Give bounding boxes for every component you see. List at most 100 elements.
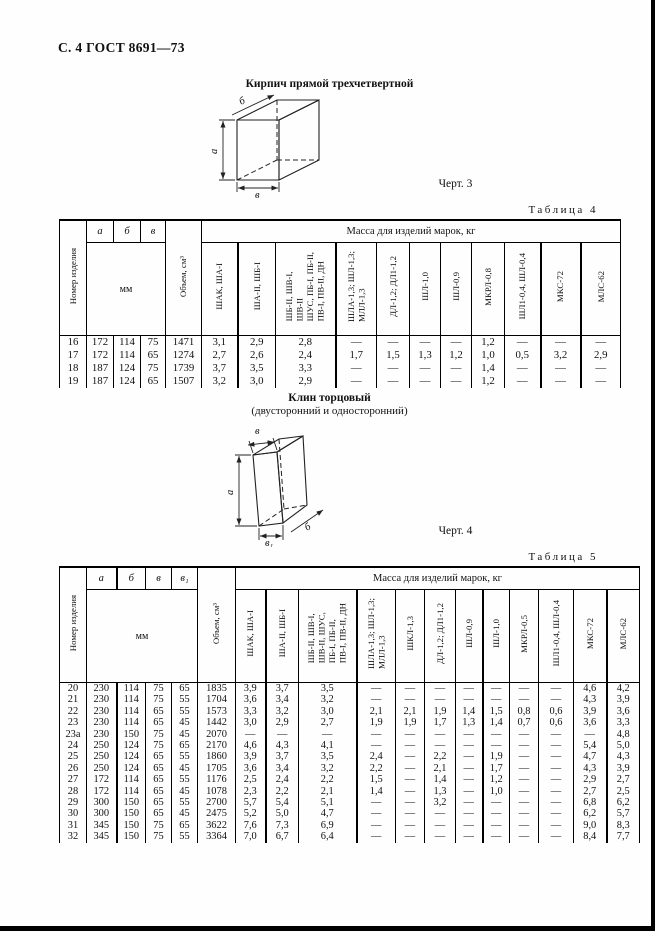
cell: 65 bbox=[171, 819, 198, 832]
table-4: Номер изделия а б в Объем, см³ Масса для… bbox=[59, 219, 622, 388]
dim-a-label: а bbox=[209, 149, 220, 154]
cell: 124 bbox=[113, 375, 141, 388]
cell: 7,6 bbox=[235, 819, 266, 832]
cell: 6,7 bbox=[264, 831, 299, 843]
cell: 1,9 bbox=[355, 717, 396, 729]
cell: 2,7 bbox=[201, 349, 238, 362]
cell: 0,7 bbox=[509, 717, 539, 729]
cell: 114 bbox=[115, 785, 146, 798]
cell: 3,2 bbox=[264, 705, 299, 718]
cell: — bbox=[538, 785, 574, 798]
col-header-mark: ШЛ1-0,4, ШЛ-0,4 bbox=[538, 589, 574, 683]
cell: 114 bbox=[115, 694, 146, 706]
cell: 65 bbox=[145, 797, 172, 809]
col-header-mark: ША-II, ШБ-I bbox=[264, 589, 299, 683]
cell: — bbox=[455, 785, 483, 798]
cell: 45 bbox=[171, 728, 198, 741]
cell: 3,1 bbox=[201, 335, 238, 349]
cell: — bbox=[424, 819, 456, 832]
cell: — bbox=[509, 819, 539, 832]
cell: 2,3 bbox=[235, 785, 266, 798]
cell: 16 bbox=[59, 335, 87, 349]
cell: — bbox=[395, 785, 425, 798]
cell: — bbox=[481, 831, 510, 843]
cell: 2,1 bbox=[298, 785, 357, 798]
col-header-mark: МКС-72 bbox=[573, 589, 607, 683]
cell: 8,3 bbox=[605, 819, 641, 832]
cell: 65 bbox=[171, 740, 198, 752]
cell: 3,7 bbox=[264, 751, 299, 763]
cell: — bbox=[409, 362, 441, 375]
cell: — bbox=[424, 740, 456, 752]
cell: 300 bbox=[86, 808, 117, 820]
cell: 2,5 bbox=[605, 785, 641, 798]
cell: 2,2 bbox=[264, 785, 299, 798]
cell: 2,2 bbox=[424, 751, 456, 763]
cell: 2,4 bbox=[355, 751, 396, 763]
cell: 2,9 bbox=[579, 349, 622, 362]
cell: 75 bbox=[140, 362, 166, 375]
cell: 3,0 bbox=[236, 375, 276, 388]
cell: — bbox=[455, 728, 483, 741]
cell: — bbox=[509, 740, 539, 752]
cell: 1,9 bbox=[481, 751, 510, 763]
cell: — bbox=[538, 751, 574, 763]
cell: — bbox=[455, 762, 483, 775]
cell: 28 bbox=[59, 785, 87, 798]
cell: 150 bbox=[115, 797, 146, 809]
cell: — bbox=[264, 728, 299, 741]
cell: — bbox=[481, 808, 510, 820]
cell: — bbox=[409, 375, 441, 388]
cell: 2,6 bbox=[236, 349, 276, 362]
cell: 2170 bbox=[197, 740, 236, 752]
cell: 5,4 bbox=[573, 740, 607, 752]
cell: 5,1 bbox=[298, 797, 357, 809]
col-header-a: а bbox=[86, 566, 117, 590]
cell: 4,7 bbox=[573, 751, 607, 763]
cell: 1078 bbox=[197, 785, 236, 798]
col-header-mark: ША-II, ШБ-I bbox=[236, 242, 276, 336]
cell: 9,0 bbox=[573, 819, 607, 832]
cell: — bbox=[509, 808, 539, 820]
col-header-mark: ШЛ-0,9 bbox=[455, 589, 483, 683]
cell: 3,0 bbox=[298, 705, 357, 718]
cell: — bbox=[538, 694, 574, 706]
cell: — bbox=[409, 335, 441, 349]
cell: 150 bbox=[115, 831, 146, 843]
cell: 3,2 bbox=[298, 694, 357, 706]
cell: 65 bbox=[171, 682, 198, 695]
cell: — bbox=[509, 694, 539, 706]
cell: — bbox=[538, 808, 574, 820]
cell: 5,4 bbox=[264, 797, 299, 809]
cell: 1573 bbox=[197, 705, 236, 718]
cell: 1705 bbox=[197, 762, 236, 775]
cell: 4,3 bbox=[605, 751, 641, 763]
cell: — bbox=[509, 751, 539, 763]
cell: — bbox=[481, 728, 510, 741]
cell: 7,3 bbox=[264, 819, 299, 832]
cell: 2,4 bbox=[264, 774, 299, 786]
cell: 1,4 bbox=[355, 785, 396, 798]
figure-4-block: в а б в₁ Черт. 4 bbox=[59, 419, 600, 547]
cell: 230 bbox=[86, 717, 117, 729]
cell: 6,9 bbox=[298, 819, 357, 832]
cell: 75 bbox=[145, 728, 172, 741]
cell: 1471 bbox=[165, 335, 202, 349]
cell: — bbox=[355, 740, 396, 752]
cell: — bbox=[538, 682, 574, 695]
cell: 2,9 bbox=[573, 774, 607, 786]
cell: 3,6 bbox=[235, 694, 266, 706]
cell: — bbox=[481, 819, 510, 832]
cell: 2700 bbox=[197, 797, 236, 809]
cell: 114 bbox=[113, 335, 141, 349]
cell: 2,7 bbox=[605, 774, 641, 786]
cell: — bbox=[355, 728, 396, 741]
cell: — bbox=[455, 740, 483, 752]
cell: 65 bbox=[140, 375, 166, 388]
